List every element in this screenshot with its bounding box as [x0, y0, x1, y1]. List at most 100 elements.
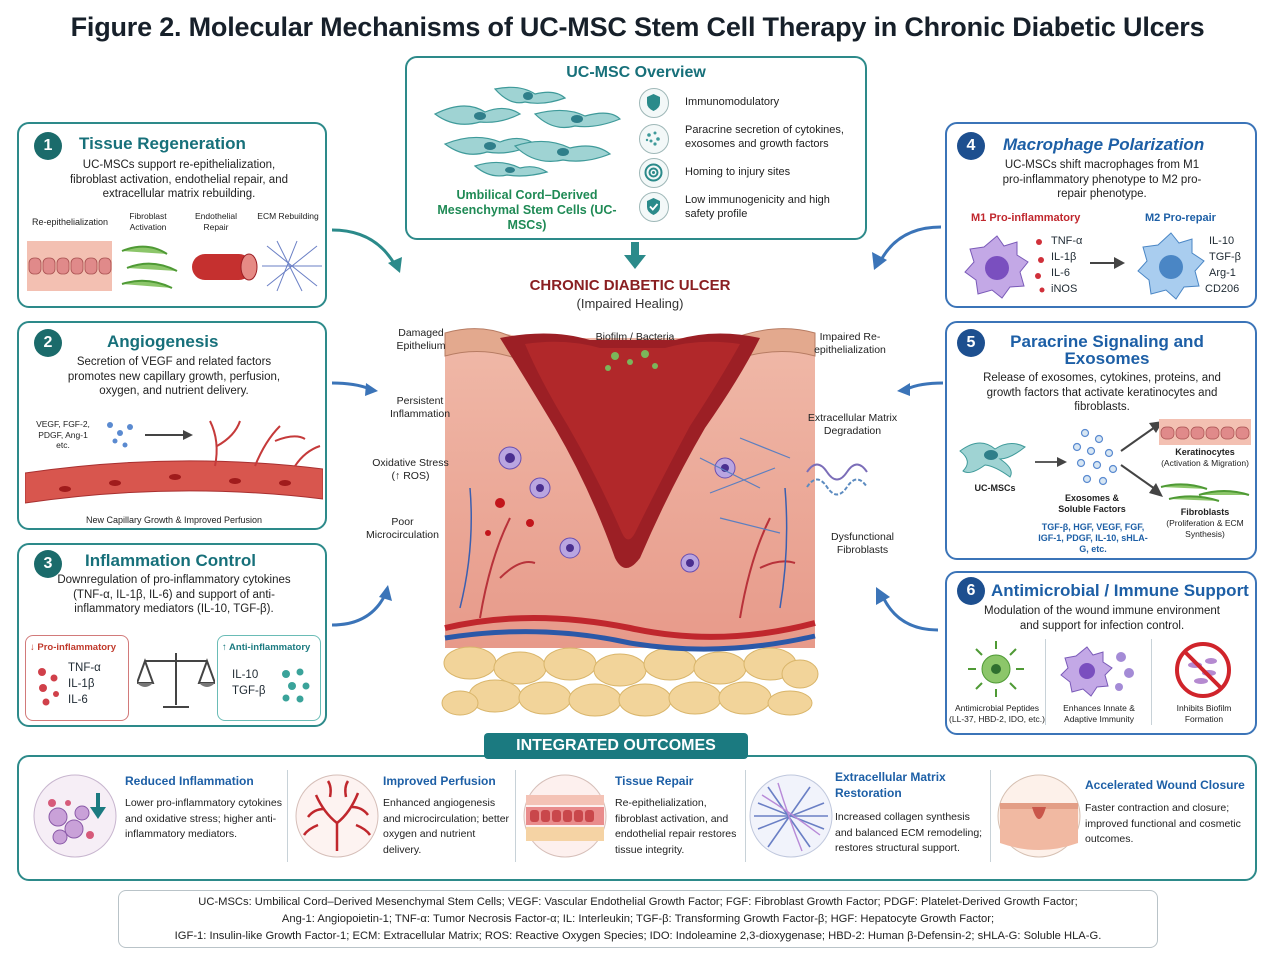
panel-3-title: Inflammation Control [85, 551, 256, 570]
m1-item-4: iNOS [1051, 283, 1078, 295]
panel-6-title: Antimicrobial / Immune Support [991, 581, 1249, 600]
label-impaired-reepithelialization: Impaired Re-epithelialization [814, 331, 886, 356]
panel-4-number: 4 [957, 132, 985, 160]
p6-divider-1 [1045, 639, 1046, 725]
abbreviation-legend: UC-MSCs: Umbilical Cord–Derived Mesenchy… [118, 890, 1158, 948]
p6-divider-2 [1151, 639, 1152, 725]
arrow-p2-center [331, 381, 378, 396]
pro-item-il6: IL-6 [68, 694, 88, 706]
m2-item-3: Arg-1 [1209, 267, 1236, 279]
stem-cells-illustration [433, 86, 622, 177]
panel-inflammation-control: 3 Inflammation Control Downregulation of… [17, 543, 327, 727]
outcome-4-text: Increased collagen synthesis and balance… [835, 811, 983, 854]
no-biofilm-icon [1175, 642, 1231, 698]
p2-factors: VEGF, FGF-2, PDGF, Ang-1 etc. [36, 419, 90, 450]
anti-item-tgf: TGF-β [232, 685, 266, 697]
anti-inflammatory-dots [282, 668, 310, 703]
legend-line-1: UC-MSCs: Umbilical Cord–Derived Mesenchy… [198, 896, 1078, 908]
panel-2-number: 2 [34, 329, 62, 357]
outcome-1-title: Reduced Inflammation [125, 774, 254, 788]
panel-5-number: 5 [957, 329, 985, 357]
panel-4-title: Macrophage Polarization [1003, 135, 1205, 154]
outcome-5-text: Faster contraction and closure; improved… [1085, 802, 1241, 845]
m1-item-1: TNF-α [1051, 235, 1083, 247]
p1-item-reepi: Re-epithelialization [31, 217, 109, 227]
p2-caption: New Capillary Growth & Improved Perfusio… [85, 515, 263, 525]
legend-line-2: Ang-1: Angiopoietin-1; TNF-α: Tumor Necr… [281, 913, 995, 925]
label-poor-microcirculation: Poor Microcirculation [366, 516, 439, 541]
pro-inflammatory-title: ↓ Pro-inflammatory [30, 642, 117, 653]
ecm-restoration-icon [749, 774, 833, 858]
shield-icon [639, 88, 669, 118]
arrow-p4-center [872, 225, 942, 270]
improved-perfusion-icon [295, 774, 379, 858]
panel-6-text: Modulation of the wound immune environme… [984, 605, 1220, 632]
p1-illustrations [27, 240, 322, 292]
panel-1-title: Tissue Regeneration [79, 134, 246, 153]
p5-kera-title: Keratinocytes [1175, 447, 1235, 457]
m1-macrophage-icon [964, 235, 1029, 299]
anti-item-il10: IL-10 [232, 669, 259, 681]
panel-2-text: Secretion of VEGF and related factors pr… [67, 356, 281, 397]
figure-title: Figure 2. Molecular Mechanisms of UC-MSC… [70, 12, 1205, 42]
overview-item-1: Immunomodulatory [685, 96, 780, 108]
anti-inflammatory-title: ↑ Anti-inflammatory [222, 642, 311, 653]
m2-item-4: CD206 [1205, 283, 1240, 295]
panel-5-title: Paracrine Signaling and Exosomes [1010, 332, 1204, 368]
antimicrobial-peptide-icon [968, 641, 1024, 697]
tissue-repair-icon [523, 774, 607, 858]
wound-closure-icon [997, 774, 1081, 858]
overview-down-arrow [624, 242, 646, 269]
panel-1-text: UC-MSCs support re-epithelialization, fi… [69, 159, 288, 200]
immune-cells-icon [1060, 646, 1134, 697]
panel-5-text: Release of exosomes, cytokines, proteins… [983, 372, 1221, 413]
legend-line-3: IGF-1: Insulin-like Growth Factor-1; ECM… [174, 930, 1102, 942]
overview-panel: UC-MSC Overview Umbilical Cord–Derived M… [405, 56, 867, 240]
label-biofilm: Biofilm / Bacteria [595, 331, 675, 343]
ecm-fragments [806, 463, 868, 496]
p5-arrow-1 [1035, 457, 1067, 467]
m2-item-2: TGF-β [1209, 251, 1241, 263]
outcome-1-text: Lower pro-inflammatory cytokines and oxi… [125, 797, 282, 840]
pro-item-tnf: TNF-α [68, 662, 101, 674]
outcome-2-title: Improved Perfusion [383, 774, 496, 788]
p6-item-2: Enhances Innate & Adaptive Immunity [1063, 703, 1135, 724]
m2-title: M2 Pro-repair [1145, 212, 1216, 224]
panel-3-number: 3 [34, 550, 62, 578]
outcome-divider-1 [287, 770, 288, 862]
p5-ucmsc-label: UC-MSCs [974, 483, 1016, 493]
panel-3-text: Downregulation of pro-inflammatory cytok… [57, 574, 291, 615]
outcome-3-text: Re-epithelialization, fibroblast activat… [615, 797, 737, 856]
p6-item-1: Antimicrobial Peptides (LL-37, HBD-2, ID… [949, 703, 1045, 724]
outcome-2-text: Enhanced angiogenesis and microcirculati… [383, 797, 510, 856]
reduced-inflammation-icon [33, 774, 117, 858]
label-damaged-epithelium: Damaged Epithelium [396, 327, 446, 352]
p5-exosomes-label: Exosomes & Soluble Factors [1058, 493, 1126, 514]
pro-inflammatory-box: ↓ Pro-inflammatory TNF-α IL-1β IL-6 [25, 635, 129, 721]
p5-factors: TGF-β, HGF, VEGF, FGF, IGF-1, PDGF, IL-1… [1038, 522, 1148, 554]
outcome-divider-3 [745, 770, 746, 862]
overview-item-3: Homing to injury sites [685, 166, 791, 178]
ucmsc-cell-label: Umbilical Cord–Derived Mesenchymal Stem … [437, 188, 617, 232]
arrow-p1-center [331, 228, 402, 273]
outcome-divider-4 [990, 770, 991, 862]
shield-check-icon [639, 192, 669, 222]
p1-item-fibro: Fibroblast Activation [129, 211, 167, 232]
panel-antimicrobial: 6 Antimicrobial / Immune Support Modulat… [945, 571, 1257, 735]
overview-item-2: Paracrine secretion of cytokines, exosom… [685, 124, 844, 150]
panel-paracrine-signaling: 5 Paracrine Signaling and Exosomes Relea… [945, 321, 1257, 560]
panel-angiogenesis: 2 Angiogenesis Secretion of VEGF and rel… [17, 321, 327, 530]
panel-6-number: 6 [957, 577, 985, 605]
p5-exosome-dots [1072, 428, 1118, 486]
overview-title: UC-MSC Overview [566, 64, 706, 81]
m2-item-1: IL-10 [1209, 235, 1235, 247]
arrow-p5-center [897, 381, 944, 396]
panel-2-title: Angiogenesis [107, 332, 219, 351]
anti-inflammatory-box: ↑ Anti-inflammatory IL-10 TGF-β [217, 635, 321, 721]
panel-tissue-regeneration: 1 Tissue Regeneration UC-MSCs support re… [17, 122, 327, 308]
label-persistent-inflammation: Persistent Inflammation [389, 395, 451, 420]
center-subtitle: (Impaired Healing) [576, 296, 684, 311]
label-ecm-degradation: Extracellular Matrix Degradation [807, 412, 898, 437]
outcomes-header: INTEGRATED OUTCOMES [484, 733, 748, 759]
p5-fibro-sub: (Proliferation & ECM Synthesis) [1166, 518, 1244, 539]
